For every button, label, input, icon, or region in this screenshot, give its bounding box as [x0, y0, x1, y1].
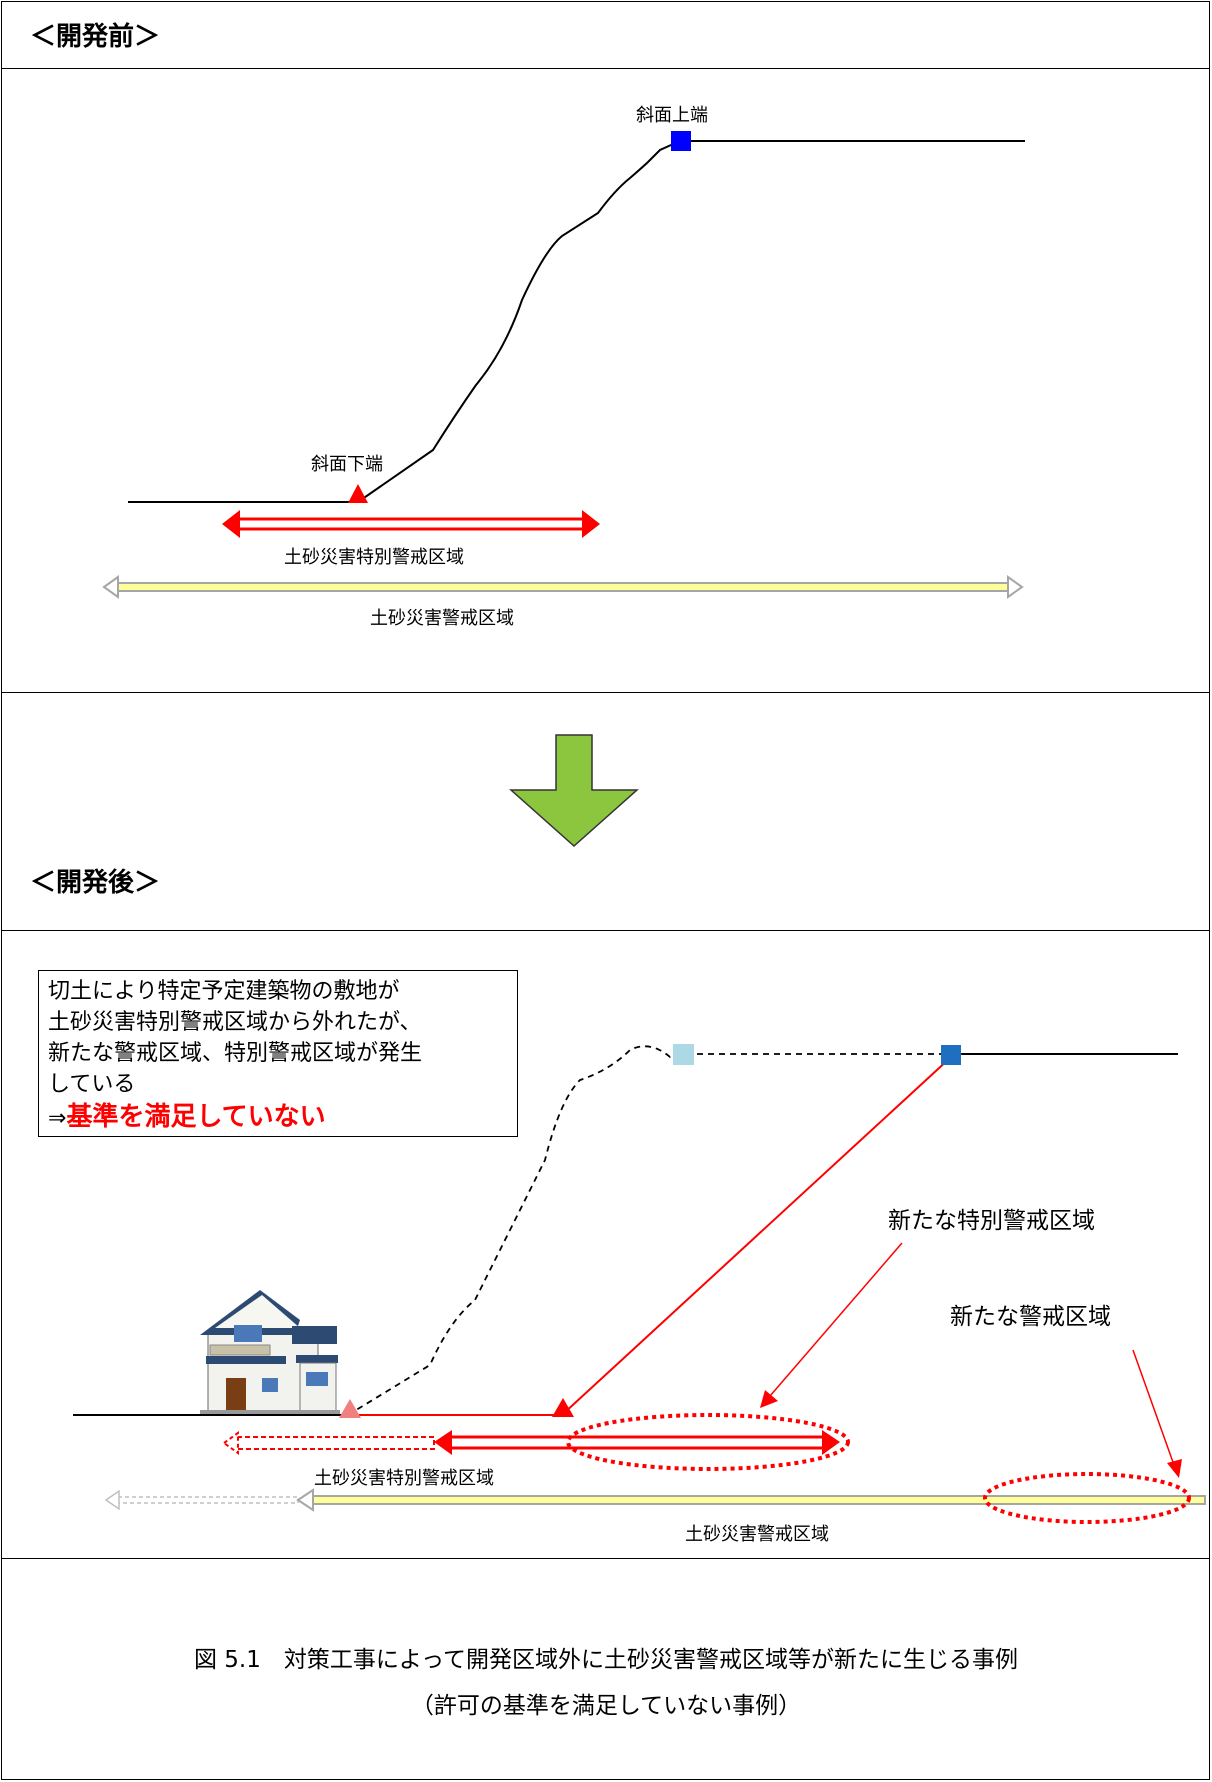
old-slope-top-marker [673, 1044, 694, 1065]
new-zone-label: 新たな警戒区域 [950, 1304, 1111, 1330]
divider-title-before [1, 68, 1210, 69]
divider-after-title [1, 930, 1210, 931]
new-special-zone-arrow [434, 1430, 840, 1455]
new-special-zone-label: 新たな特別警戒区域 [888, 1208, 1095, 1234]
new-special-zone-highlight [566, 1413, 850, 1471]
explanation-note: 切土により特定予定建築物の敷地が 土砂災害特別警戒区域から外れたが、 新たな警戒… [38, 970, 518, 1137]
before-ground [128, 140, 1025, 503]
note-conclusion: 基準を満足していない [66, 1102, 326, 1132]
before-special-zone-label: 土砂災害特別警戒区域 [284, 547, 464, 568]
divider-before-arrow [1, 692, 1210, 693]
old-special-zone-arrow-dashed [222, 1431, 435, 1455]
new-slope-line [562, 1057, 951, 1415]
new-slope-top-marker [941, 1045, 961, 1065]
new-zone-arrow [296, 1488, 1206, 1512]
before-slope-line [357, 140, 681, 503]
note-line: 土砂災害特別警戒区域から外れたが、 [48, 1010, 422, 1035]
note-line: 切土により特定予定建築物の敷地が [48, 979, 400, 1004]
slope-bottom-label: 斜面下端 [311, 454, 383, 475]
note-conclusion-prefix: ⇒ [48, 1106, 67, 1131]
divider-caption [1, 1558, 1210, 1559]
note-line: 新たな警戒区域、特別警戒区域が発生 [48, 1041, 423, 1066]
after-special-zone-label: 土砂災害特別警戒区域 [314, 1468, 494, 1489]
after-ground [73, 1053, 1178, 1416]
pointer-new-special-zone [760, 1242, 903, 1408]
before-special-zone-arrow [222, 510, 600, 538]
figure-caption-sub: （許可の基準を満足していない事例） [410, 1693, 802, 1719]
new-zone-highlight [983, 1472, 1191, 1524]
slope-top-marker [671, 131, 691, 151]
old-zone-arrow-dashed [104, 1489, 299, 1511]
figure-caption: 図 5.1 対策工事によって開発区域外に土砂災害警戒区域等が新たに生じる事例 [193, 1647, 1019, 1673]
old-slope-dashed-line [347, 1045, 962, 1416]
after-zone-label: 土砂災害警戒区域 [685, 1524, 829, 1545]
before-zone-label: 土砂災害警戒区域 [370, 608, 514, 629]
transition-down-arrow [509, 734, 639, 848]
before-title: ＜開発前＞ [30, 22, 161, 52]
slope-top-label: 斜面上端 [636, 105, 708, 126]
old-slope-bottom-marker [339, 1399, 361, 1418]
slope-bottom-marker [348, 484, 368, 503]
house-icon [200, 1290, 340, 1414]
new-slope-bottom-marker [552, 1398, 574, 1417]
after-title: ＜開発後＞ [30, 868, 161, 898]
before-zone-arrow [102, 575, 1024, 599]
note-line: している [48, 1072, 136, 1097]
pointer-new-zone [1132, 1349, 1182, 1478]
